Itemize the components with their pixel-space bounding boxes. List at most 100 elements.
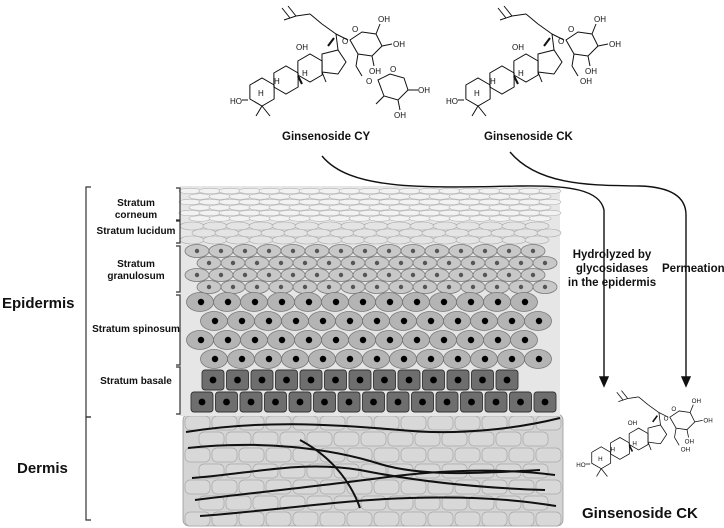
granulosum-nucleus — [362, 248, 368, 254]
bond — [503, 5, 513, 17]
spinosum-nucleus — [481, 317, 489, 325]
dermis-cell — [495, 431, 522, 447]
corneum-cell — [208, 193, 232, 200]
granulosum-nucleus — [410, 272, 416, 278]
dermis-cell — [454, 447, 481, 463]
dermis-cell — [306, 431, 333, 447]
hydroxyl-label: HO — [230, 97, 242, 106]
dermis-cell — [400, 511, 427, 527]
corneum-cell — [538, 198, 562, 206]
corneum-cell — [188, 193, 212, 200]
hydroxyl-label: OH — [692, 398, 701, 405]
corneum-cell — [498, 209, 522, 217]
bond — [551, 33, 565, 41]
spinosum-bracket — [176, 294, 181, 366]
corneum-cell — [408, 215, 432, 222]
hydrogen-label: H — [518, 69, 524, 78]
corneum-cell — [328, 193, 352, 200]
collagen-fiber — [185, 417, 561, 434]
granulosum-nucleus — [542, 284, 548, 290]
permeation-pathway-label: Permeation — [662, 263, 724, 275]
granulosum-bracket — [176, 245, 181, 293]
bond — [371, 55, 375, 67]
spinosum-nucleus — [481, 355, 489, 363]
spinosum-nucleus — [454, 355, 462, 363]
granulosum-nucleus — [206, 284, 212, 290]
corneum-cell — [458, 209, 482, 217]
hydroxyl-label: OH — [703, 418, 712, 425]
corneum-cell — [458, 198, 482, 206]
granulosum-nucleus — [458, 272, 464, 278]
lucidum-cell — [386, 235, 412, 245]
corneum-cell — [408, 193, 432, 200]
lucidum-cell — [179, 235, 205, 245]
granulosum-nucleus — [482, 272, 488, 278]
stratum-basale-label: Stratum basale — [100, 376, 172, 387]
corneum-cell — [228, 215, 252, 222]
granulosum-nucleus — [494, 284, 500, 290]
bond — [375, 23, 381, 35]
bond — [355, 53, 359, 67]
basale-nucleus — [345, 398, 353, 406]
spinosum-nucleus — [197, 298, 205, 306]
dermis-cell — [454, 415, 481, 431]
stratum-granulosum-label: Stratum granulosum — [107, 259, 165, 282]
corneum-cell — [338, 187, 362, 195]
hydrogen-label: H — [598, 456, 603, 463]
corneum-cell — [378, 198, 402, 206]
corneum-cell — [288, 215, 312, 222]
granulosum-nucleus — [446, 284, 452, 290]
corneum-cell — [348, 193, 372, 200]
corneum-cell — [538, 187, 562, 195]
granulosum-nucleus — [302, 284, 308, 290]
dermis-cell — [211, 479, 238, 495]
basale-nucleus — [503, 376, 511, 384]
corneum-cell — [248, 204, 272, 211]
granulosum-nucleus — [326, 260, 332, 266]
granulosum-nucleus — [398, 284, 404, 290]
oxygen-label: O — [664, 415, 669, 422]
bond — [335, 33, 339, 51]
ring-d — [321, 49, 347, 75]
dermis-cell — [427, 511, 454, 527]
spinosum-nucleus — [238, 317, 246, 325]
corneum-cell — [478, 198, 502, 206]
granulosum-nucleus — [446, 260, 452, 266]
ring-oxygen-label: O — [671, 406, 676, 413]
spinosum-nucleus — [332, 298, 340, 306]
spinosum-nucleus — [386, 298, 394, 306]
spinosum-nucleus — [211, 355, 219, 363]
dermis-cell — [427, 415, 454, 431]
permeation-path — [509, 151, 687, 378]
corneum-cell — [488, 215, 512, 222]
granulosum-nucleus — [338, 248, 344, 254]
dermis-cell — [373, 479, 400, 495]
dermis-cell — [481, 511, 508, 527]
spinosum-nucleus — [521, 336, 529, 344]
hydroxyl-label: OH — [685, 439, 694, 446]
spinosum-nucleus — [319, 355, 327, 363]
corneum-cell — [438, 209, 462, 217]
lucidum-cell — [248, 235, 274, 245]
dermis-cell — [441, 431, 468, 447]
granulosum-nucleus — [530, 248, 536, 254]
corneum-cell — [338, 198, 362, 206]
epidermis-bracket — [85, 186, 91, 418]
hydroxyl-label: HO — [576, 462, 586, 469]
granulosum-nucleus — [470, 284, 476, 290]
granulosum-nucleus — [206, 260, 212, 266]
corneum-cell — [368, 204, 392, 211]
basale-nucleus — [247, 398, 255, 406]
corneum-cell — [308, 204, 332, 211]
granulosum-nucleus — [314, 272, 320, 278]
corneum-cell — [198, 209, 222, 217]
ginsenoside-ck-product-label: Ginsenoside CK — [582, 505, 698, 522]
lucidum-cell — [294, 235, 320, 245]
corneum-cell — [288, 204, 312, 211]
bond — [497, 7, 507, 19]
bond — [638, 396, 649, 406]
corneum-cell — [318, 209, 342, 217]
spinosum-nucleus — [427, 355, 435, 363]
corneum-cell — [458, 187, 482, 195]
corneum-cell — [198, 198, 222, 206]
